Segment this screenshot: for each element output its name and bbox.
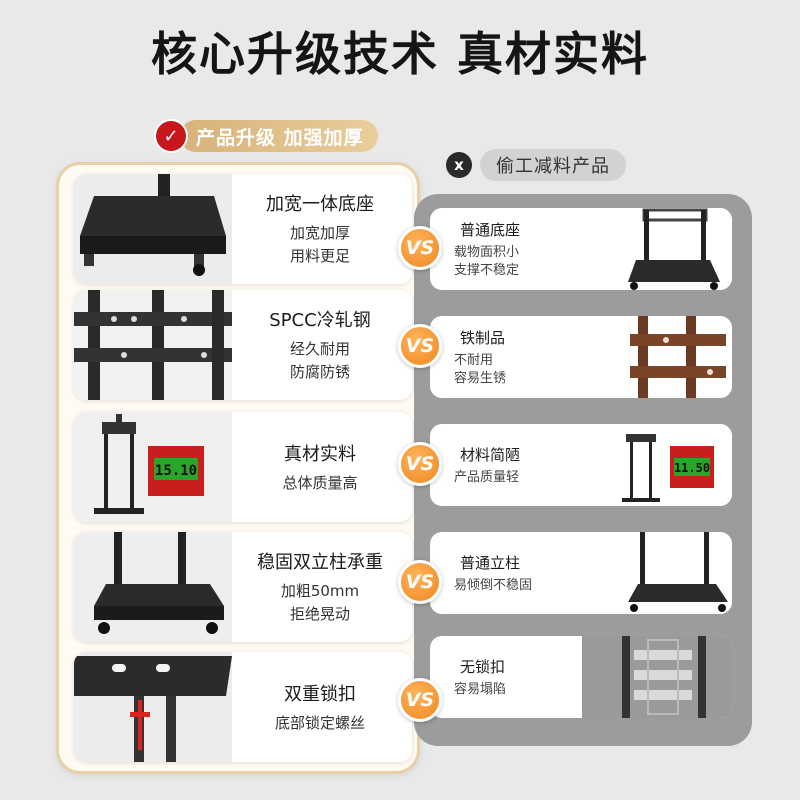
double-lock-image (74, 652, 232, 762)
good-product-label: 产品升级 加强加厚 (180, 120, 378, 152)
bad-card-column: 普通立柱 易倾倒不稳固 (430, 532, 732, 614)
vs-badge: VS (398, 678, 442, 722)
weighed-stand-image: 15.10 (74, 412, 232, 522)
bad-scale-reading: 11.50 (674, 461, 710, 475)
bad-title: 普通立柱 (460, 553, 521, 572)
good-card-base: 加宽一体底座 加宽加厚 用料更足 (74, 174, 412, 284)
bad-product-badge: x 偷工减料产品 (446, 148, 626, 182)
double-column-image (74, 532, 232, 642)
light-stand-image: 11.50 (582, 424, 732, 506)
wide-base-image (74, 174, 232, 284)
good-desc-1: 经久耐用 (289, 340, 350, 358)
good-card-lock: 双重锁扣 底部锁定螺丝 (74, 652, 412, 762)
bad-desc-1: 产品质量轻 (454, 469, 520, 485)
bad-card-material: 材料简陋 产品质量轻 11.50 (430, 424, 732, 506)
vs-badge: VS (398, 560, 442, 604)
good-desc-1: 加粗50mm (280, 582, 360, 600)
bad-card-base: 普通底座 载物面积小 支撑不稳定 (430, 208, 732, 290)
good-title: SPCC冷轧钢 (269, 310, 371, 331)
bad-desc-2: 支撑不稳定 (454, 262, 520, 278)
bad-card-iron: 铁制品 不耐用 容易生锈 (430, 316, 732, 398)
good-product-badge: ✓ 产品升级 加强加厚 (156, 118, 388, 154)
bad-desc-1: 不耐用 (454, 352, 494, 368)
no-lock-image (582, 636, 732, 718)
normal-column-image (582, 532, 732, 614)
good-desc-1: 底部锁定螺丝 (274, 713, 365, 732)
bad-desc-1: 容易塌陷 (454, 681, 507, 697)
bad-product-label: 偷工减料产品 (480, 149, 626, 181)
good-title: 加宽一体底座 (266, 194, 374, 215)
good-title: 双重锁扣 (284, 683, 356, 705)
bad-title: 无锁扣 (460, 657, 506, 676)
bad-title: 材料简陋 (460, 445, 521, 464)
check-icon: ✓ (156, 121, 186, 151)
good-title: 真材实料 (284, 443, 356, 465)
good-card-column: 稳固双立柱承重 加粗50mm 拒绝晃动 (74, 532, 412, 642)
normal-base-image (582, 208, 732, 290)
rusty-iron-image (582, 316, 732, 398)
bad-desc-1: 易倾倒不稳固 (454, 577, 533, 593)
vs-badge: VS (398, 442, 442, 486)
good-card-steel: SPCC冷轧钢 经久耐用 防腐防锈 (74, 290, 412, 400)
vs-badge: VS (398, 226, 442, 270)
bad-desc-1: 载物面积小 (454, 244, 520, 260)
good-scale-reading: 15.10 (155, 463, 197, 479)
bad-card-lock: 无锁扣 容易塌陷 (430, 636, 732, 718)
good-card-material: 15.10 真材实料 总体质量高 (74, 412, 412, 522)
bad-title: 铁制品 (460, 328, 506, 347)
good-desc-2: 拒绝晃动 (289, 605, 350, 623)
bad-title: 普通底座 (460, 220, 521, 239)
bad-desc-2: 容易生锈 (454, 370, 507, 386)
good-desc-1: 总体质量高 (282, 473, 358, 492)
good-desc-2: 用料更足 (289, 247, 350, 265)
good-desc-1: 加宽加厚 (289, 224, 350, 242)
cross-icon: x (446, 152, 472, 178)
good-desc-2: 防腐防锈 (289, 363, 350, 381)
headline: 核心升级技术 真材实料 (150, 27, 649, 81)
vs-badge: VS (398, 324, 442, 368)
good-title: 稳固双立柱承重 (257, 552, 383, 573)
spcc-steel-image (74, 290, 232, 400)
